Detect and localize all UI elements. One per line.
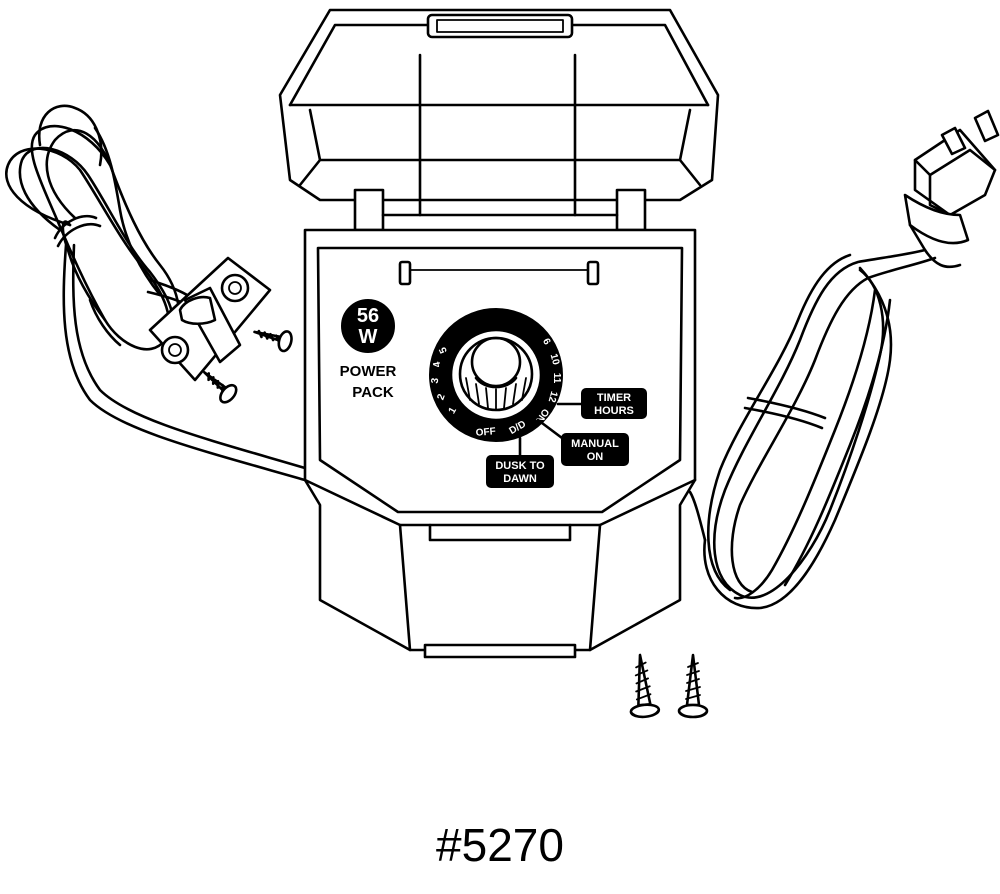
wattage-unit: W (359, 326, 378, 348)
mounting-screw-left-icon (629, 653, 661, 719)
dial-hour-11: 11 (551, 373, 562, 384)
dial-hour-6: 6 (540, 337, 553, 348)
callout-manual-line2: ON (587, 451, 604, 463)
callout-dusk-to-dawn: DUSK TO DAWN (486, 436, 554, 488)
timer-dial[interactable]: 1 2 3 4 5 6 10 11 12 ON D/D OFF (429, 308, 563, 442)
plug-icon (903, 109, 1000, 269)
callout-dusk-line2: DAWN (503, 473, 537, 485)
dial-hour-5: 5 (437, 345, 450, 355)
dial-hour-4: 4 (432, 360, 444, 368)
cable-connector-bracket (148, 256, 272, 382)
dial-off-label: OFF (475, 426, 496, 439)
callout-timer-line1: TIMER (597, 392, 631, 404)
callout-timer-hours: TIMER HOURS (556, 388, 647, 419)
callout-timer-line2: HOURS (594, 405, 634, 417)
callout-dusk-line1: DUSK TO (495, 460, 545, 472)
wattage-number: 56 (357, 305, 379, 327)
bracket-screws (203, 329, 293, 404)
callout-manual-line1: MANUAL (571, 438, 619, 450)
dial-hour-10: 10 (548, 353, 562, 367)
dial-hour-3: 3 (430, 377, 441, 384)
wattage-badge: 56 W (341, 299, 395, 353)
dial-knob[interactable] (458, 336, 534, 412)
dial-hour-12: 12 (546, 390, 560, 404)
dial-hour-1: 1 (447, 405, 460, 416)
power-pack-label-line1: POWER (340, 363, 397, 380)
power-pack-housing (278, 8, 720, 659)
part-number: #5270 (436, 819, 564, 871)
mounting-screw-right-icon (677, 653, 709, 719)
callout-manual-on: MANUAL ON (536, 418, 629, 466)
power-cord-coil (688, 109, 1000, 610)
low-voltage-cable-coil (5, 104, 307, 482)
power-pack-label-line2: PACK (352, 384, 394, 401)
dial-hour-2: 2 (436, 392, 448, 401)
